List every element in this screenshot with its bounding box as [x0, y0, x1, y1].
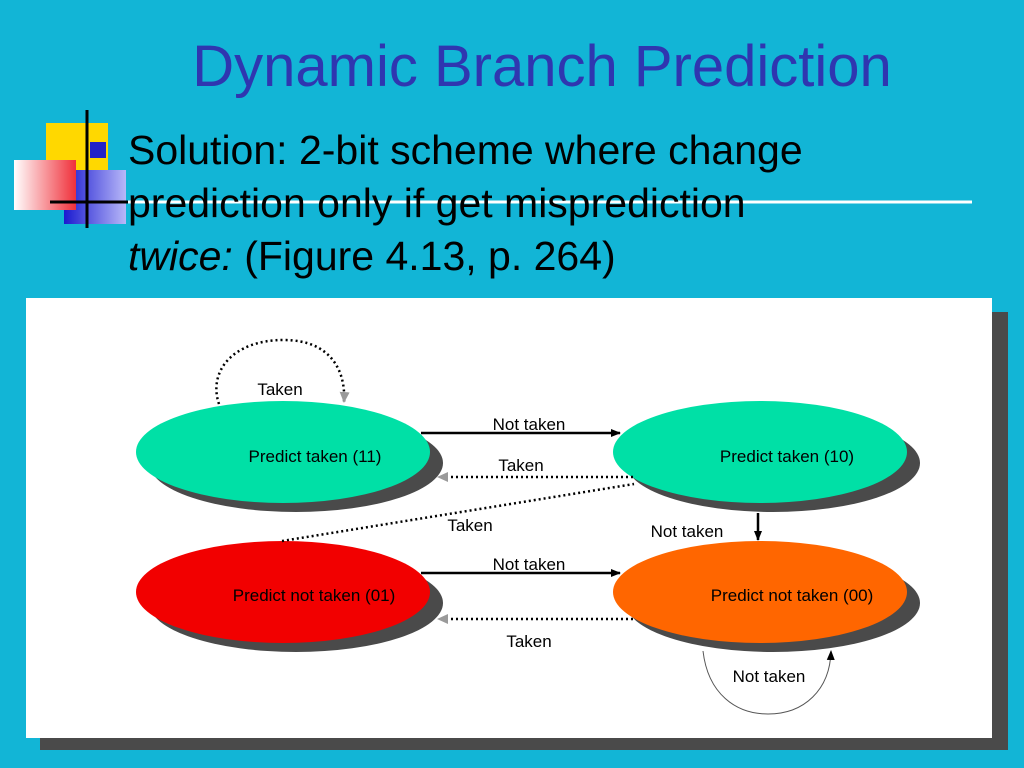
transition-arrow: [702, 650, 835, 715]
transition-10-to-11-taken: Taken: [437, 456, 633, 482]
state-label: Predict taken (10): [720, 447, 854, 466]
transition-10-to-00-not-taken: Not taken: [651, 513, 762, 541]
figure-panel: [26, 298, 992, 738]
state-predict-not-taken-00: Predict not taken (00): [613, 541, 920, 652]
decor-small-blue-square: [90, 142, 106, 158]
transition-11-self-taken: Taken: [215, 338, 350, 405]
slide-title: Dynamic Branch Prediction: [192, 34, 892, 99]
bullet-line-1: Solution: 2-bit scheme where change: [128, 127, 803, 173]
bullet-line-3-italic: twice:: [128, 233, 233, 279]
bullet-text: Solution: 2-bit scheme where change pred…: [128, 124, 948, 283]
transition-00-to-01-taken: Taken: [437, 614, 633, 651]
transition-label: Not taken: [651, 522, 724, 541]
decorative-squares-graphic: [14, 110, 972, 228]
state-ellipse: [136, 541, 430, 643]
transition-00-self-not-taken: Not taken: [702, 650, 835, 715]
bullet-line-2: prediction only if get misprediction: [128, 180, 746, 226]
state-predict-not-taken-01: Predict not taken (01): [136, 541, 443, 652]
state-label: Predict taken (11): [249, 447, 382, 466]
transition-label: Not taken: [493, 555, 566, 574]
state-ellipse: [136, 401, 430, 503]
transition-label: Taken: [257, 380, 302, 399]
transition-01-to-10-taken: Taken: [281, 482, 635, 543]
transition-01-to-00-not-taken: Not taken: [421, 555, 621, 577]
state-predict-taken-11: Predict taken (11): [136, 401, 443, 512]
transition-label: Not taken: [733, 667, 806, 686]
bullet-line-3: twice: (Figure 4.13, p. 264): [128, 230, 948, 283]
state-label: Predict not taken (01): [233, 586, 396, 605]
bullet-line-3-rest: (Figure 4.13, p. 264): [232, 233, 616, 279]
state-ellipse: [613, 401, 907, 503]
transition-label: Not taken: [493, 415, 566, 434]
state-ellipse: [613, 541, 907, 643]
transition-label: Taken: [447, 516, 492, 535]
transition-label: Taken: [498, 456, 543, 475]
state-label: Predict not taken (00): [711, 586, 874, 605]
transition-11-to-10-not-taken: Not taken: [421, 415, 621, 437]
state-predict-taken-10: Predict taken (10): [613, 401, 920, 512]
transition-label: Taken: [506, 632, 551, 651]
